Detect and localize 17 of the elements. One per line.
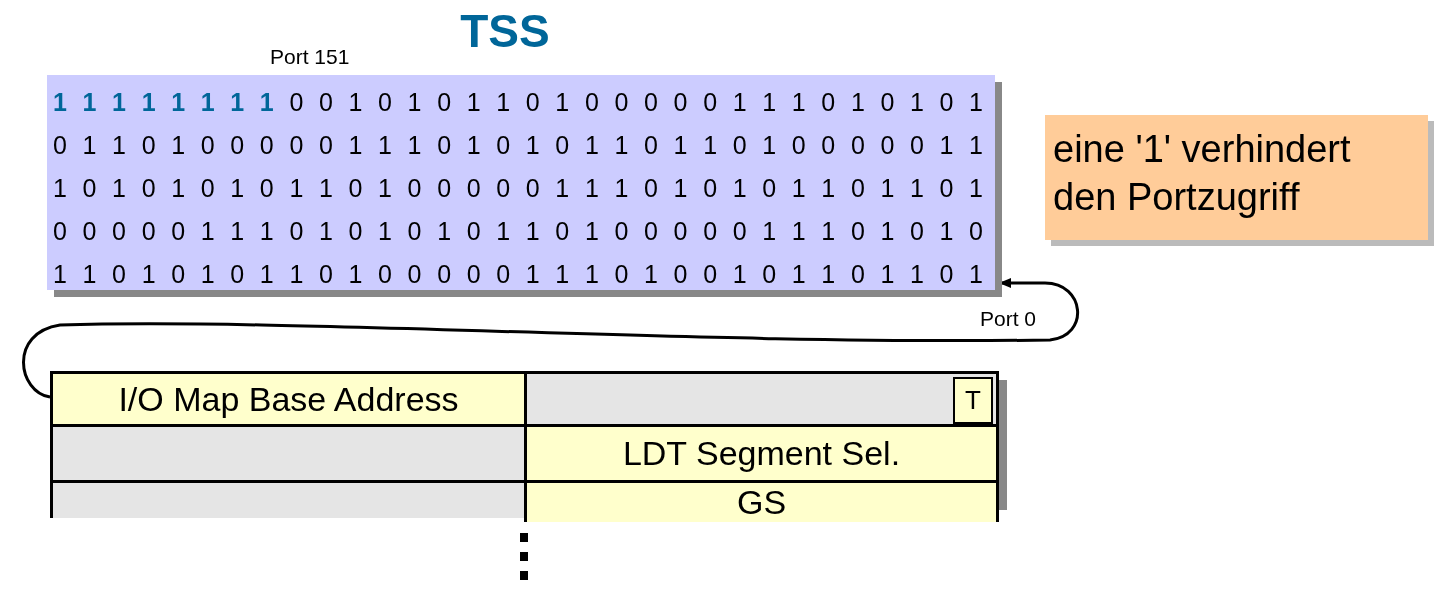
- bit-row-text: 0 1 1 0 1 0 0 0 0 0 1 1 1 0 1 0 1 0 1 1 0 1 1 0 1 0 0 0 0 0 1 1: [53, 130, 983, 161]
- table-cell: [50, 424, 527, 483]
- table-cell: I/O Map Base Address: [50, 371, 527, 427]
- note-text: eine '1' verhindert den Portzugriff: [1053, 127, 1352, 220]
- bit-row-text: 0 0 0 0 0 1 1 1 0 1 0 1 0 1 0 1 1 0 1 0 0 0 0 0 1 1 1 0 1 0 1 0: [53, 216, 983, 247]
- table-cell: [50, 480, 527, 518]
- title: TSS: [459, 4, 551, 58]
- table-cell: LDT Segment Sel.: [524, 424, 999, 483]
- port-label: Port 151: [270, 45, 350, 69]
- port-label: Port 0: [980, 307, 1037, 331]
- bit-row-text: 1 1 1 1 1 1 1 1 0 0 1 0 1 0 1 1 0 1 0 0 0 0 0 1 1 1 0 1 0 1 0 1: [53, 87, 983, 118]
- table-cell: [524, 371, 999, 427]
- flag-cell: T: [953, 377, 993, 424]
- table-cell: GS: [524, 480, 999, 522]
- bit-row-text: 1 1 0 1 0 1 0 1 1 0 1 0 0 0 0 0 1 1 1 0 1 0 0 1 0 1 1 0 1 1 0 1: [53, 259, 983, 290]
- arrow: [22, 278, 1079, 399]
- bit-row-text: 1 0 1 0 1 0 1 0 1 1 0 1 0 0 0 0 0 1 1 1 0 1 0 1 0 1 1 0 1 1 0 1: [53, 173, 983, 204]
